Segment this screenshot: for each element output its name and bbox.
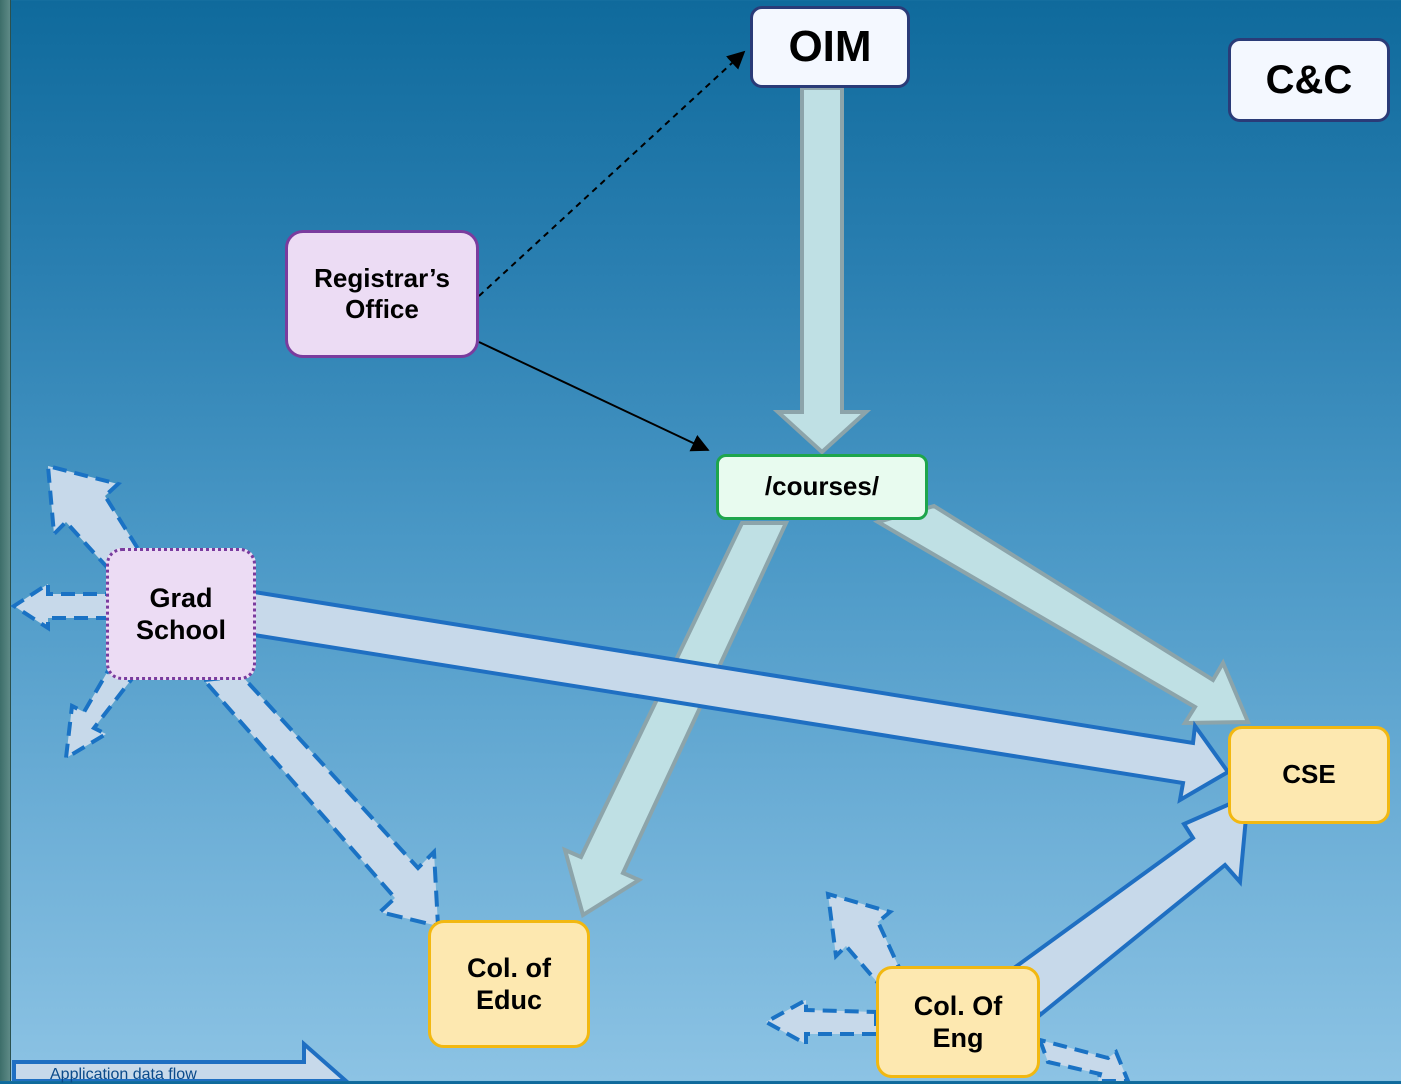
dashed-line-registrar-to-oim — [478, 50, 746, 297]
legend-label: Application data flow — [50, 1066, 197, 1083]
arrow-eng-stub-left — [761, 996, 878, 1048]
node-col-eng-label: Col. Of Eng — [913, 990, 1003, 1053]
node-oim[interactable]: OIM — [750, 6, 910, 88]
arrow-grad-to-educ — [199, 673, 441, 929]
legend-arrow — [12, 1039, 350, 1081]
arrow-eng-to-cse — [1011, 792, 1251, 1019]
node-cse[interactable]: CSE — [1228, 726, 1390, 824]
arrow-grad-to-cse — [252, 589, 1231, 804]
node-grad-school[interactable]: Grad School — [106, 548, 256, 680]
node-col-eng[interactable]: Col. Of Eng — [876, 966, 1040, 1078]
arrow-eng-stub-downright — [1036, 1037, 1131, 1081]
node-cse-label: CSE — [1282, 759, 1336, 790]
node-cc[interactable]: C&C — [1228, 38, 1390, 122]
arrow-courses-to-educ — [561, 521, 790, 919]
arrow-oim-to-courses — [772, 86, 872, 455]
node-cc-label: C&C — [1265, 58, 1353, 102]
node-grad-school-label: Grad School — [135, 582, 226, 645]
arrow-courses-to-cse — [872, 503, 1251, 726]
node-registrar-label: Registrar’s Office — [314, 262, 450, 324]
node-courses[interactable]: /courses/ — [716, 454, 928, 520]
node-col-educ-label: Col. of Educ — [467, 952, 551, 1015]
node-registrar[interactable]: Registrar’s Office — [285, 230, 479, 358]
node-oim-label: OIM — [788, 21, 872, 71]
node-courses-label: /courses/ — [764, 471, 880, 502]
node-col-educ[interactable]: Col. of Educ — [428, 920, 590, 1048]
line-registrar-to-courses — [478, 341, 710, 452]
left-edge-bar — [0, 0, 11, 1081]
arrow-grad-stub-left — [10, 580, 110, 632]
